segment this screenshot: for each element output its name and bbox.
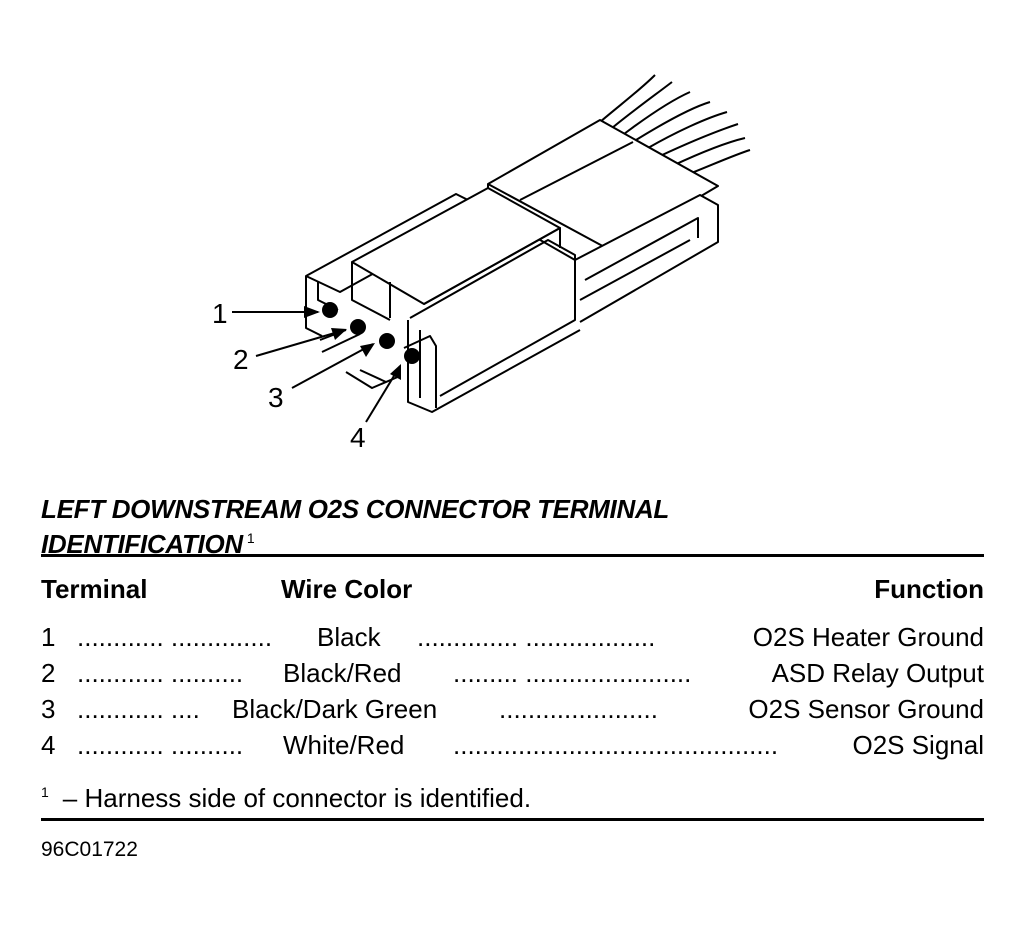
row-wire-color: White/Red bbox=[283, 730, 405, 760]
row-wire-color: Black/Red bbox=[283, 658, 402, 688]
footnote: 1 – Harness side of connector is identifi… bbox=[41, 776, 531, 814]
terminal-3-pin bbox=[379, 333, 395, 349]
arrow-1-icon bbox=[304, 306, 320, 318]
harness-wires bbox=[599, 74, 751, 177]
terminal-2-pin bbox=[350, 319, 366, 335]
connector-right-rail bbox=[574, 194, 719, 323]
row-function: O2S Heater Ground bbox=[752, 622, 984, 652]
row-terminal: 1 bbox=[41, 622, 56, 652]
callout-1: 1 bbox=[212, 298, 228, 329]
row-terminal: 4 bbox=[41, 730, 56, 760]
row-leader-dots: ............ .... bbox=[77, 694, 200, 724]
row-leader-dots: ........................................… bbox=[453, 730, 779, 760]
row-function: ASD Relay Output bbox=[771, 658, 984, 688]
table-row: 3 ............ .... Black/Dark Green ...… bbox=[41, 692, 984, 726]
arrow-4-icon bbox=[390, 364, 401, 380]
row-leader-dots: ............ .............. bbox=[77, 622, 273, 652]
table-title: LEFT DOWNSTREAM O2S CONNECTOR TERMINAL I… bbox=[41, 495, 669, 559]
row-wire-color: Black/Dark Green bbox=[232, 694, 438, 724]
row-leader-dots: ............ .......... bbox=[77, 658, 244, 688]
top-rule bbox=[41, 554, 984, 557]
callout-2: 2 bbox=[233, 344, 249, 375]
terminal-1-pin bbox=[322, 302, 338, 318]
callout-4: 4 bbox=[350, 422, 366, 453]
table-row: 2 ............ .......... Black/Red ....… bbox=[41, 656, 984, 690]
row-function: O2S Signal bbox=[852, 730, 984, 760]
footnote-mark: 1 bbox=[41, 784, 49, 800]
title-footnote-mark: 1 bbox=[246, 530, 255, 546]
terminal-4-pin bbox=[404, 348, 420, 364]
leader-lines bbox=[232, 311, 401, 423]
footnote-text: – Harness side of connector is identifie… bbox=[62, 783, 532, 813]
arrow-2-icon bbox=[331, 328, 347, 340]
arrow-3-icon bbox=[360, 343, 375, 357]
connector-illustration bbox=[232, 74, 751, 423]
header-function: Function bbox=[874, 574, 984, 604]
row-leader-dots: ............ .......... bbox=[77, 730, 244, 760]
connector-body bbox=[319, 187, 581, 413]
figure-id: 96C01722 bbox=[41, 838, 138, 861]
table-row: 1 ............ .............. Black ....… bbox=[41, 620, 984, 654]
row-leader-dots: ...................... bbox=[499, 694, 658, 724]
row-terminal: 3 bbox=[41, 694, 56, 724]
row-terminal: 2 bbox=[41, 658, 56, 688]
title-line-2: IDENTIFICATION bbox=[41, 529, 243, 559]
header-wire-color: Wire Color bbox=[281, 574, 413, 604]
row-function: O2S Sensor Ground bbox=[748, 694, 984, 724]
bottom-rule bbox=[41, 818, 984, 821]
title-line-1: LEFT DOWNSTREAM O2S CONNECTOR TERMINAL bbox=[41, 494, 669, 524]
row-leader-dots: .............. .................. bbox=[417, 622, 656, 652]
row-wire-color: Black bbox=[317, 622, 381, 652]
row-leader-dots: ......... ....................... bbox=[453, 658, 692, 688]
callout-3: 3 bbox=[268, 382, 284, 413]
table-row: 4 ............ .......... White/Red ....… bbox=[41, 728, 984, 762]
header-terminal: Terminal bbox=[41, 574, 148, 604]
